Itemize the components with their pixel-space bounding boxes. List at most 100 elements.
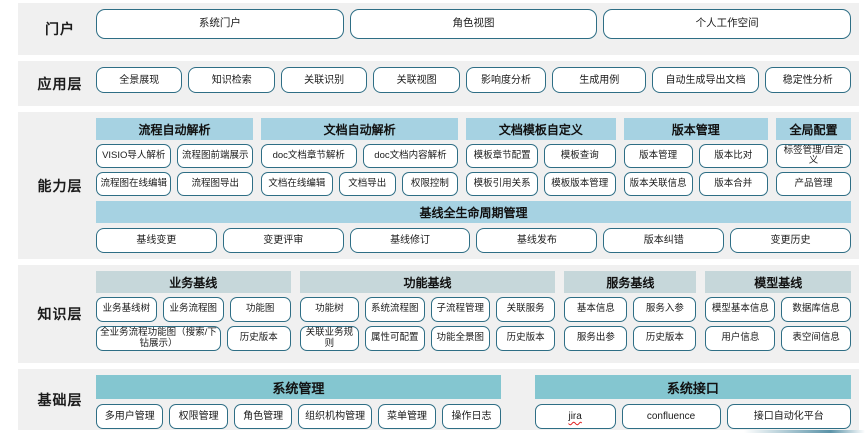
foundation-g2-r1-button-3[interactable]: 接口自动化平台: [726, 404, 851, 429]
capability-g4-r1-button-1[interactable]: 版本管理: [623, 144, 693, 169]
knowledge-g3-r2-button-2[interactable]: 历史版本: [633, 326, 697, 352]
application-button-8[interactable]: 稳定性分析: [764, 67, 851, 94]
capability-g4-r1-button-2[interactable]: 版本比对: [698, 144, 768, 169]
capability-g5-r2-button-1[interactable]: 产品管理: [775, 172, 851, 197]
knowledge-g2-r2-button-3[interactable]: 功能全景图: [430, 326, 490, 352]
knowledge-g2-r1-button-2[interactable]: 系统流程图: [365, 297, 425, 323]
layer-label-knowledge: 知识层: [37, 306, 83, 323]
capability-g3-r1-button-1[interactable]: 模板章节配置: [466, 144, 538, 169]
application-button-row: 全景展现知识检索关联识别关联视图影响度分析生成用例自动生成导出文档稳定性分析: [96, 67, 851, 94]
application-button-4[interactable]: 关联视图: [373, 67, 460, 94]
knowledge-g2-r2-button-2[interactable]: 属性可配置: [365, 326, 425, 352]
portal-button-1[interactable]: 系统门户: [96, 9, 344, 39]
foundation-g1-r1-button-6[interactable]: 操作日志: [442, 404, 501, 429]
capability-g3-r1-button-2[interactable]: 模板查询: [543, 144, 616, 169]
capability-g2-r1-button-2[interactable]: doc文档内容解析: [362, 144, 459, 169]
knowledge-group-3-row-2: 服务出参历史版本: [564, 326, 697, 352]
capability-group-4-row-2: 版本关联信息版本合并: [623, 172, 768, 197]
application-button-1[interactable]: 全景展现: [96, 67, 183, 94]
capability-group-5-row-2: 产品管理: [775, 172, 851, 197]
lifecycle-button-row: 基线变更变更评审基线修订基线发布版本纠错变更历史: [96, 228, 851, 254]
capability-group-3-row-1: 模板章节配置模板查询: [466, 144, 616, 169]
capability-group-header-2: 文档自动解析: [260, 118, 459, 141]
layer-band-application: 应用层 全景展现知识检索关联识别关联视图影响度分析生成用例自动生成导出文档稳定性…: [18, 61, 859, 107]
capability-g3-r2-button-1[interactable]: 模板引用关系: [466, 172, 538, 197]
knowledge-g2-r2-button-4[interactable]: 历史版本: [495, 326, 556, 352]
capability-group-5: 全局配置标签管理/自定义产品管理: [775, 118, 851, 197]
knowledge-g2-r2-button-1[interactable]: 关联业务规则: [299, 326, 360, 352]
foundation-g1-r1-button-4[interactable]: 组织机构管理: [298, 404, 372, 429]
lifecycle-button-6[interactable]: 变更历史: [730, 228, 851, 254]
lifecycle-button-3[interactable]: 基线修订: [349, 228, 471, 254]
portal-button-row: 系统门户角色视图个人工作空间: [96, 9, 852, 39]
knowledge-g2-r1-button-1[interactable]: 功能树: [299, 297, 360, 323]
application-button-6[interactable]: 生成用例: [552, 67, 647, 94]
knowledge-g4-r1-button-2[interactable]: 数据库信息: [781, 297, 852, 323]
capability-g4-r2-button-1[interactable]: 版本关联信息: [623, 172, 693, 197]
capability-group-header-4: 版本管理: [623, 118, 768, 141]
application-button-2[interactable]: 知识检索: [188, 67, 275, 94]
lifecycle-button-5[interactable]: 版本纠错: [603, 228, 725, 254]
application-button-7[interactable]: 自动生成导出文档: [652, 67, 759, 94]
capability-g4-r2-button-2[interactable]: 版本合并: [698, 172, 768, 197]
knowledge-group-3: 服务基线基本信息服务入参服务出参历史版本: [564, 271, 697, 352]
layer-body-portal: 系统门户角色视图个人工作空间: [96, 9, 852, 49]
foundation-group-1-row-1: 多用户管理权限管理角色管理组织机构管理菜单管理操作日志: [96, 404, 501, 429]
capability-group-5-row-1: 标签管理/自定义: [775, 144, 851, 169]
knowledge-group-2: 功能基线功能树系统流程图子流程管理关联服务关联业务规则属性可配置功能全景图历史版…: [299, 271, 556, 352]
knowledge-g3-r2-button-1[interactable]: 服务出参: [564, 326, 628, 352]
foundation-g2-r1-button-1[interactable]: jira: [534, 404, 616, 429]
foundation-g1-r1-button-2[interactable]: 权限管理: [169, 404, 228, 429]
lifecycle-button-2[interactable]: 变更评审: [222, 228, 344, 254]
foundation-g2-r1-button-2[interactable]: confluence: [621, 404, 721, 429]
portal-button-2[interactable]: 角色视图: [349, 9, 598, 39]
knowledge-g1-r1-button-2[interactable]: 业务流程图: [162, 297, 224, 323]
knowledge-group-header-3: 服务基线: [564, 271, 697, 294]
knowledge-group-header-4: 模型基线: [705, 271, 852, 294]
knowledge-group-2-row-2: 关联业务规则属性可配置功能全景图历史版本: [299, 326, 556, 352]
portal-button-3[interactable]: 个人工作空间: [603, 9, 852, 39]
foundation-g1-r1-button-1[interactable]: 多用户管理: [96, 404, 164, 429]
capability-g2-r2-button-1[interactable]: 文档在线编辑: [260, 172, 333, 197]
capability-g2-r2-button-3[interactable]: 权限控制: [401, 172, 459, 197]
capability-g3-r2-button-2[interactable]: 模板版本管理: [543, 172, 616, 197]
lifecycle-button-4[interactable]: 基线发布: [476, 228, 598, 254]
knowledge-g3-r1-button-2[interactable]: 服务入参: [633, 297, 697, 323]
knowledge-g4-r2-button-2[interactable]: 表空间信息: [781, 326, 852, 352]
knowledge-g1-r1-button-3[interactable]: 功能图: [229, 297, 291, 323]
capability-g5-r1-button-1[interactable]: 标签管理/自定义: [775, 144, 851, 169]
capability-g1-r2-button-1[interactable]: 流程图在线编辑: [96, 172, 172, 197]
knowledge-g2-r1-button-4[interactable]: 关联服务: [495, 297, 556, 323]
capability-g1-r2-button-2[interactable]: 流程图导出: [177, 172, 253, 197]
capability-group-1-row-1: VISIO导人解析流程图前端展示: [96, 144, 253, 169]
capability-g2-r2-button-2[interactable]: 文档导出: [338, 172, 396, 197]
knowledge-g3-r1-button-1[interactable]: 基本信息: [564, 297, 628, 323]
knowledge-group-header-1: 业务基线: [96, 271, 291, 294]
lifecycle-button-1[interactable]: 基线变更: [96, 228, 217, 254]
knowledge-g4-r1-button-1[interactable]: 模型基本信息: [705, 297, 776, 323]
layer-label-application: 应用层: [37, 75, 83, 92]
knowledge-g1-r1-button-1[interactable]: 业务基线树: [96, 297, 157, 323]
knowledge-g4-r2-button-1[interactable]: 用户信息: [705, 326, 776, 352]
knowledge-group-4: 模型基线模型基本信息数据库信息用户信息表空间信息: [705, 271, 852, 352]
foundation-g1-r1-button-3[interactable]: 角色管理: [233, 404, 293, 429]
knowledge-g1-r2-button-2[interactable]: 历史版本: [226, 326, 291, 352]
capability-group-1: 流程自动解析 VISIO导人解析流程图前端展示流程图在线编辑流程图导出: [96, 118, 253, 197]
capability-g1-r1-button-1[interactable]: VISIO导人解析: [96, 144, 172, 169]
foundation-group-header-2: 系统接口: [534, 375, 851, 399]
application-button-3[interactable]: 关联识别: [280, 67, 368, 94]
capability-g1-r1-button-2[interactable]: 流程图前端展示: [177, 144, 253, 169]
knowledge-g1-r2-button-1[interactable]: 全业务流程功能图（搜索/下钻展示）: [96, 326, 221, 352]
application-button-5[interactable]: 影响度分析: [465, 67, 547, 94]
foundation-g1-r1-button-5[interactable]: 菜单管理: [377, 404, 437, 429]
capability-group-header-1: 流程自动解析: [96, 118, 253, 141]
knowledge-g2-r1-button-3[interactable]: 子流程管理: [430, 297, 490, 323]
capability-g2-r1-button-1[interactable]: doc文档章节解析: [260, 144, 357, 169]
layer-body-application: 全景展现知识检索关联识别关联视图影响度分析生成用例自动生成导出文档稳定性分析: [96, 67, 851, 100]
